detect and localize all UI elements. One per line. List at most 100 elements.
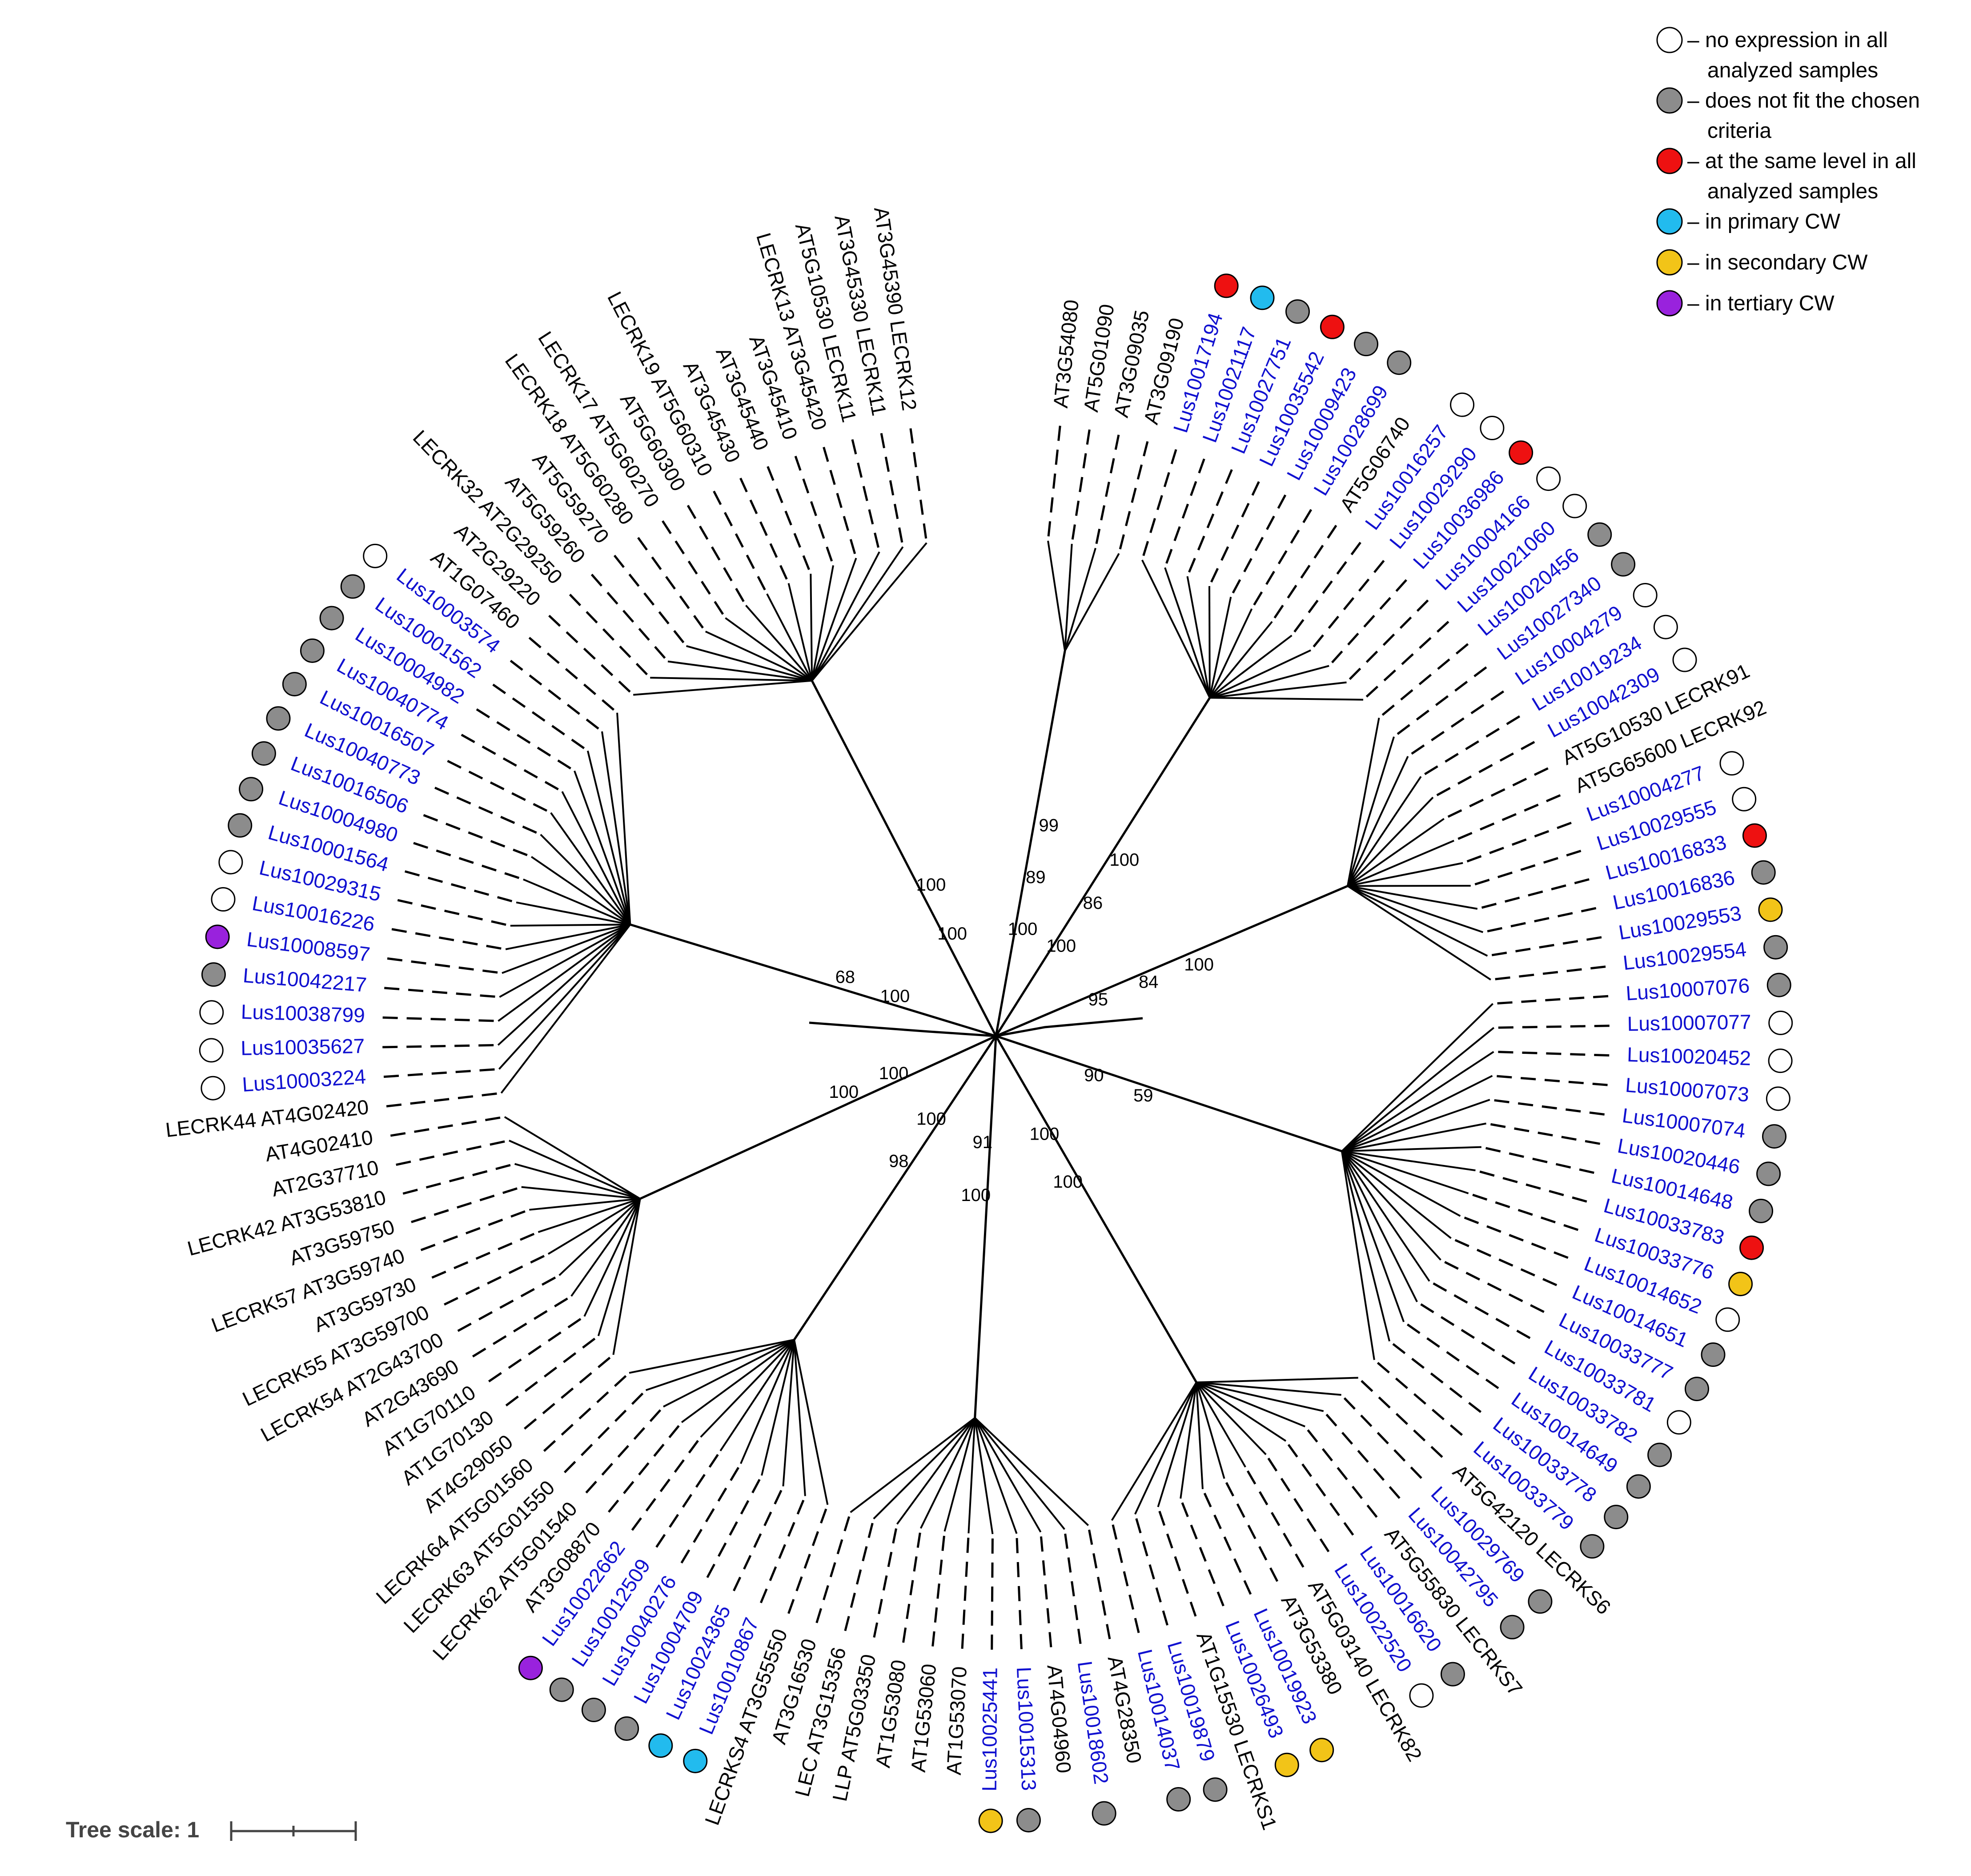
bootstrap-value: 95 xyxy=(1088,990,1108,1009)
expression-dot xyxy=(1500,1615,1525,1639)
bootstrap-value: 91 xyxy=(972,1133,992,1152)
legend-label: criteria xyxy=(1707,119,1771,143)
clade-stem-branch xyxy=(996,982,1120,1037)
leader-dash xyxy=(1064,1533,1082,1644)
expression-dot xyxy=(205,924,230,949)
expression-dot xyxy=(1749,1198,1774,1223)
leader-dash xyxy=(713,490,766,591)
expression-dots xyxy=(199,273,1793,1833)
clade-branch xyxy=(630,923,868,998)
leader-dash xyxy=(1424,715,1521,775)
leaf-branch xyxy=(498,924,631,1022)
leaf-branch xyxy=(1341,1151,1375,1360)
leader-dash xyxy=(1331,579,1407,663)
leader-dash xyxy=(880,433,903,543)
clade-stem-branch xyxy=(995,901,1021,1036)
leader-dash xyxy=(1088,1529,1111,1639)
leaf-branch xyxy=(705,631,812,682)
leader-dash xyxy=(686,505,745,603)
leaf-branch xyxy=(1341,1150,1452,1239)
leaf-branch xyxy=(725,617,813,682)
leaf-branch xyxy=(663,1339,795,1408)
leader-dash xyxy=(420,1210,526,1251)
leaf-branch xyxy=(1341,1099,1490,1152)
leaf-branch xyxy=(1064,548,1096,651)
legend-label: – in primary CW xyxy=(1687,210,1841,233)
leaf-branch xyxy=(1347,885,1491,980)
leader-dash xyxy=(524,1357,611,1430)
legend-swatch xyxy=(1656,249,1683,276)
leaf-branch xyxy=(1134,1382,1197,1515)
leader-dash xyxy=(387,957,498,974)
leaf-branch xyxy=(811,551,880,681)
bootstrap-value: 59 xyxy=(1133,1086,1153,1105)
leader-dash xyxy=(991,1538,994,1650)
leader-dash xyxy=(909,428,927,539)
expression-dot xyxy=(1528,1589,1553,1614)
leaf-branch xyxy=(667,660,812,682)
expression-dot xyxy=(1672,647,1697,672)
leaf-branch xyxy=(1347,818,1445,887)
clade-branch xyxy=(1070,697,1211,919)
leaf-branch xyxy=(1196,1382,1305,1427)
legend-swatch xyxy=(1656,148,1683,174)
leaf-branch xyxy=(943,1418,976,1532)
bootstrap-value: 84 xyxy=(1139,972,1159,992)
clade-branch xyxy=(639,1092,872,1200)
leaf-branch xyxy=(1341,1146,1481,1153)
legend-swatch xyxy=(1656,290,1683,317)
expression-dot xyxy=(1440,1662,1465,1687)
expression-dot xyxy=(614,1716,639,1741)
leader-dash xyxy=(543,1375,627,1452)
expression-dot xyxy=(978,1808,1003,1833)
expression-dot xyxy=(1762,1124,1787,1149)
leader-dash xyxy=(1454,1239,1558,1286)
leaf-branch xyxy=(1111,1382,1197,1521)
leader-dash xyxy=(431,1233,535,1279)
leader-dash xyxy=(608,1425,680,1513)
expression-dot xyxy=(1309,1738,1334,1763)
leader-dash xyxy=(961,1538,970,1649)
leader-dash xyxy=(488,1318,582,1382)
leader-dash xyxy=(1210,481,1260,583)
leaf-branch xyxy=(516,901,630,926)
leaf-branch xyxy=(586,751,631,925)
leader-dash xyxy=(1474,850,1582,886)
clade-branch xyxy=(974,1169,990,1418)
leader-dash xyxy=(413,842,520,879)
leader-dash xyxy=(1466,822,1572,863)
expression-dot xyxy=(1768,1010,1793,1035)
leader-dash xyxy=(1119,441,1149,550)
leader-dash xyxy=(1377,1362,1463,1436)
leaf-branch xyxy=(974,1418,994,1535)
leaf-branch xyxy=(811,558,857,681)
expression-dot xyxy=(266,706,291,731)
leaf-branch xyxy=(1341,1003,1494,1152)
leaf-branch xyxy=(505,924,630,950)
expression-dot xyxy=(1739,1235,1764,1260)
leader-dash xyxy=(476,708,571,770)
leaf-branch xyxy=(1209,697,1364,701)
leaf-label: Lus10035627 xyxy=(241,1034,365,1060)
leaf-branch xyxy=(574,770,631,925)
legend-swatch xyxy=(1656,208,1683,235)
leaf-branch xyxy=(974,1417,1089,1527)
expression-dot xyxy=(319,606,344,631)
tree-branches xyxy=(497,540,1495,1535)
leader-dash xyxy=(1397,666,1487,735)
expression-dot xyxy=(1203,1777,1228,1802)
legend-label: – in tertiary CW xyxy=(1687,292,1835,315)
expression-dot xyxy=(581,1698,606,1723)
leaf-branch xyxy=(1341,1151,1418,1302)
leader-dash xyxy=(1436,741,1535,796)
expression-dot xyxy=(1562,494,1587,518)
leader-dash xyxy=(1464,1217,1569,1259)
leader-dash xyxy=(1485,1147,1594,1174)
leader-dash xyxy=(902,1532,921,1643)
expression-dot xyxy=(282,672,307,697)
leader-dash xyxy=(585,1409,662,1494)
leader-dash xyxy=(1343,1397,1422,1479)
expression-dot xyxy=(1016,1808,1041,1832)
leaf-branch xyxy=(550,812,631,925)
